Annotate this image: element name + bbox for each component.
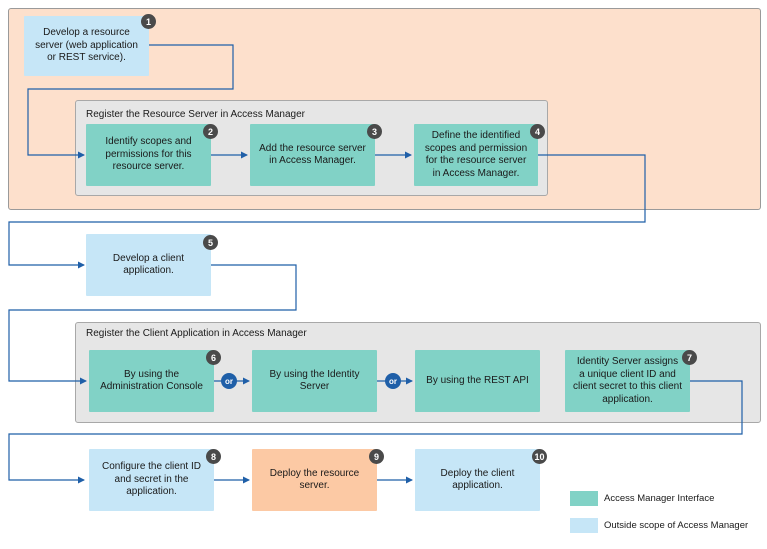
step-9-badge: 9	[369, 449, 384, 464]
step-6-badge: 6	[206, 350, 221, 365]
step-7-badge: 7	[682, 350, 697, 365]
step-8-badge: 8	[206, 449, 221, 464]
connector-5-6	[8, 264, 297, 385]
register-client-application-title: Register the Client Application in Acces…	[86, 328, 307, 339]
step-5-develop-client-application: Develop a client application.	[86, 234, 211, 296]
step-3-add-resource-server: Add the resource server in Access Manage…	[250, 124, 375, 186]
connector-7-8	[8, 380, 743, 484]
step-5-badge: 5	[203, 235, 218, 250]
step-2-badge: 2	[203, 124, 218, 139]
step-4-define-scopes: Define the identified scopes and permiss…	[414, 124, 538, 186]
connector-1-2	[27, 44, 234, 159]
or-badge-2: or	[385, 373, 401, 389]
legend-label-access-manager-interface: Access Manager Interface	[604, 493, 715, 504]
step-9-deploy-resource-server: Deploy the resource server.	[252, 449, 377, 511]
step-10-badge: 10	[532, 449, 547, 464]
step-2-identify-scopes: Identify scopes and permissions for this…	[86, 124, 211, 186]
legend-swatch-outside-scope	[570, 518, 598, 533]
legend-label-outside-scope: Outside scope of Access Manager	[604, 520, 749, 531]
option-identity-server: By using the Identity Server	[252, 350, 377, 412]
step-8-configure-client-id: Configure the client ID and secret in th…	[89, 449, 214, 511]
step-1-badge: 1	[141, 14, 156, 29]
step-3-badge: 3	[367, 124, 382, 139]
step-10-deploy-client-application: Deploy the client application.	[415, 449, 540, 511]
or-badge-1: or	[221, 373, 237, 389]
legend-swatch-access-manager-interface	[570, 491, 598, 506]
step-6-administration-console: By using the Administration Console	[89, 350, 214, 412]
register-resource-server-title: Register the Resource Server in Access M…	[86, 109, 305, 120]
connector-4-5	[8, 154, 646, 269]
step-1-develop-resource-server: Develop a resource server (web applicati…	[24, 16, 149, 76]
step-7-identity-server-assigns-client-id: Identity Server assigns a unique client …	[565, 350, 690, 412]
option-rest-api: By using the REST API	[415, 350, 540, 412]
step-4-badge: 4	[530, 124, 545, 139]
